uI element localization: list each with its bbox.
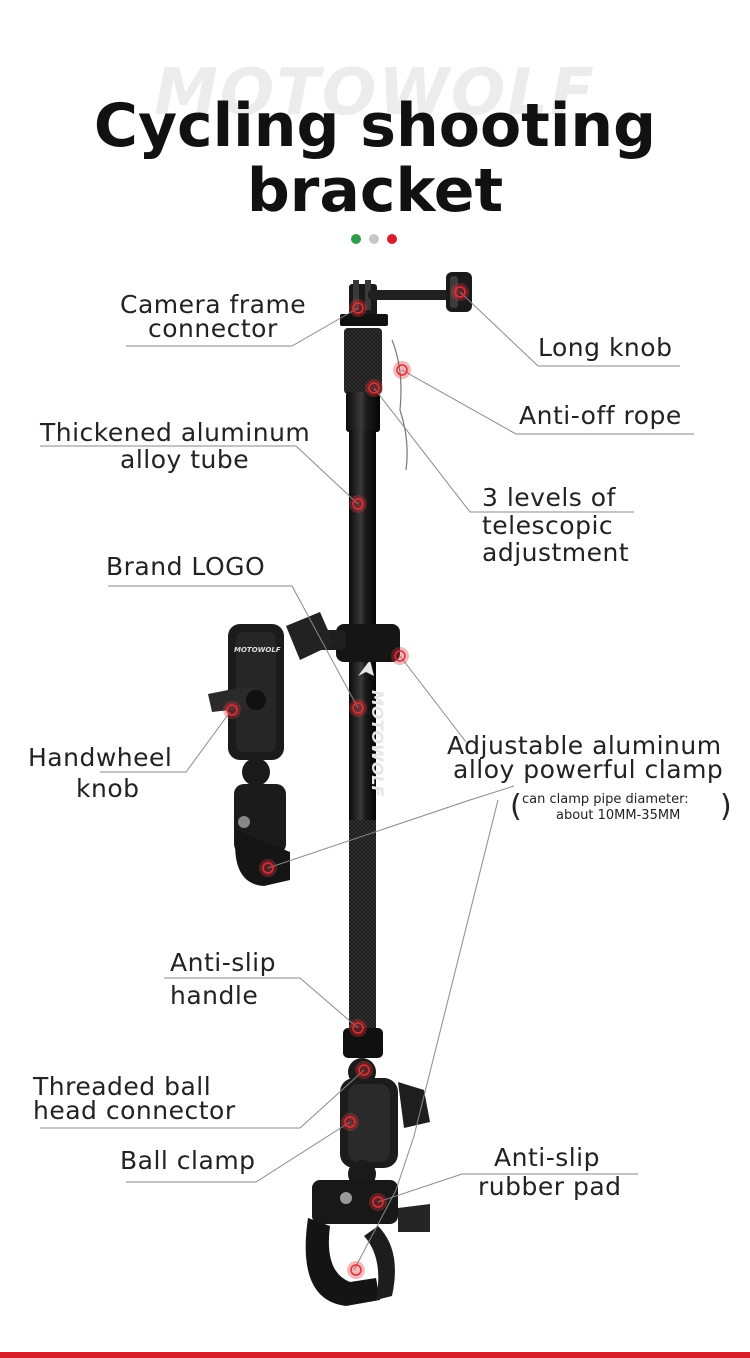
clamp-note-line1: can clamp pipe diameter: — [522, 792, 689, 807]
label-thickened-tube-2: alloy tube — [120, 445, 250, 474]
red-dot — [387, 234, 397, 244]
label-thickened-tube-1: Thickened aluminum — [40, 418, 311, 447]
label-ball-clamp: Ball clamp — [120, 1146, 256, 1175]
label-threaded-ball-1: Threaded ball — [33, 1072, 212, 1101]
marker-tube — [349, 495, 367, 513]
grey-dot — [369, 234, 379, 244]
label-handwheel-2: knob — [76, 774, 140, 803]
label-anti-slip-handle-1: Anti-slip — [170, 948, 277, 977]
marker-handwheel — [223, 701, 241, 719]
page-title-line2: bracket — [246, 156, 504, 226]
marker-threaded-ball — [355, 1061, 373, 1079]
camera-mount — [340, 272, 472, 326]
marker-bottom-clamp — [347, 1261, 365, 1279]
label-adjustable-clamp-1: Adjustable aluminum — [447, 731, 722, 760]
note-open-paren: ( — [510, 789, 522, 824]
label-camera-frame: Camera frame — [120, 290, 307, 319]
marker-camera-connector — [349, 299, 367, 317]
label-anti-slip-pad-1: Anti-slip — [494, 1143, 601, 1172]
label-anti-slip-handle-2: handle — [170, 981, 259, 1010]
label-connector: connector — [148, 314, 278, 343]
anti-off-rope-line — [391, 339, 408, 471]
telescopic-lock-ring — [344, 328, 382, 394]
label-telescopic-3: adjustment — [482, 538, 630, 567]
clamp-note-line2: about 10MM-35MM — [556, 808, 681, 823]
marker-clamp — [391, 647, 409, 665]
label-telescopic-2: telescopic — [482, 511, 614, 540]
leader-lines — [40, 291, 694, 1271]
anti-slip-handle-grip — [349, 820, 376, 1030]
side-clamp-assembly: MOTOWOLF — [208, 612, 400, 886]
accent-dots — [351, 234, 399, 244]
green-dot — [351, 234, 361, 244]
label-threaded-ball-2: head connector — [33, 1096, 236, 1125]
ball-clamp-assembly — [305, 1058, 430, 1306]
marker-rubber-pad — [369, 1193, 387, 1211]
marker-anti-off-rope — [393, 361, 411, 379]
marker-brand-logo — [349, 699, 367, 717]
pole-logo: MOTOWOLF — [368, 690, 387, 796]
marker-ball-clamp — [341, 1113, 359, 1131]
label-telescopic-1: 3 levels of — [482, 483, 616, 512]
label-anti-slip-pad-2: rubber pad — [478, 1172, 622, 1201]
label-long-knob: Long knob — [538, 333, 673, 362]
label-anti-off-rope: Anti-off rope — [519, 401, 682, 430]
label-handwheel-1: Handwheel — [28, 743, 173, 772]
marker-side-clamp — [259, 859, 277, 877]
note-close-paren: ) — [720, 789, 732, 824]
markers — [223, 283, 469, 1279]
label-brand-logo: Brand LOGO — [106, 552, 266, 581]
marker-handle — [349, 1019, 367, 1037]
marker-telescopic — [365, 379, 383, 397]
bottom-accent-bar — [0, 1352, 750, 1358]
arm-logo: MOTOWOLF — [234, 646, 281, 654]
label-adjustable-clamp-2: alloy powerful clamp — [453, 755, 724, 784]
marker-long-knob — [451, 283, 469, 301]
brand-watermark: MOTOWOLF — [154, 56, 596, 130]
page-title-line1: Cycling shooting — [93, 91, 657, 161]
